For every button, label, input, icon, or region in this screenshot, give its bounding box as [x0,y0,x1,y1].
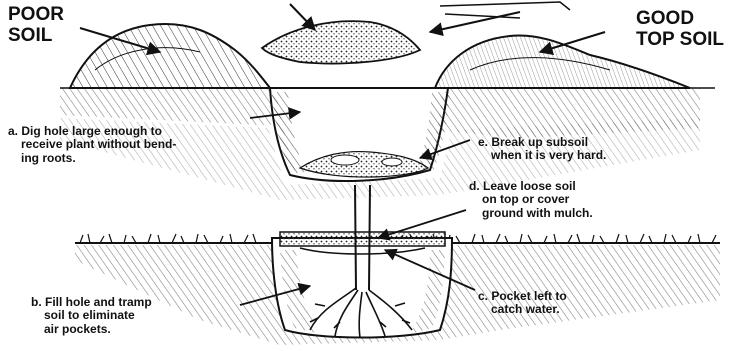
mulch-pile [262,21,420,63]
good-top-soil-label: GOOD TOP SOIL [636,8,724,51]
step-d-line-2: on top or cover [469,193,593,206]
step-b-line-2: soil to eliminate [31,309,152,322]
step-b-line-3: air pockets. [31,323,152,336]
step-d-line-1: d. Leave loose soil [469,180,593,193]
poor-soil-label: POOR SOIL [8,4,64,47]
step-a-line-3: ing roots. [8,152,176,165]
good-soil-line-1: GOOD [636,8,724,29]
step-a-line-1: a. Dig hole large enough to [8,125,176,138]
poor-soil-line-2: SOIL [8,25,64,46]
step-e-line-2: when it is very hard. [478,149,606,162]
step-c-line-1: c. Pocket left to [478,290,567,303]
step-c-line-2: catch water. [478,303,567,316]
step-a-line-2: receive plant without bend- [8,138,176,151]
step-e-label: e. Break up subsoil when it is very hard… [478,136,606,163]
mulch-layer [280,232,445,246]
step-d-line-3: ground with mulch. [469,207,593,220]
step-b-line-1: b. Fill hole and tramp [31,296,152,309]
step-e-line-1: e. Break up subsoil [478,136,606,149]
step-a-label: a. Dig hole large enough to receive plan… [8,125,176,165]
step-c-label: c. Pocket left to catch water. [478,290,567,317]
step-b-label: b. Fill hole and tramp soil to eliminate… [31,296,152,336]
poor-soil-line-1: POOR [8,4,64,25]
good-soil-line-2: TOP SOIL [636,29,724,50]
step-d-label: d. Leave loose soil on top or cover grou… [469,180,593,220]
arrow-mulch [290,4,315,30]
